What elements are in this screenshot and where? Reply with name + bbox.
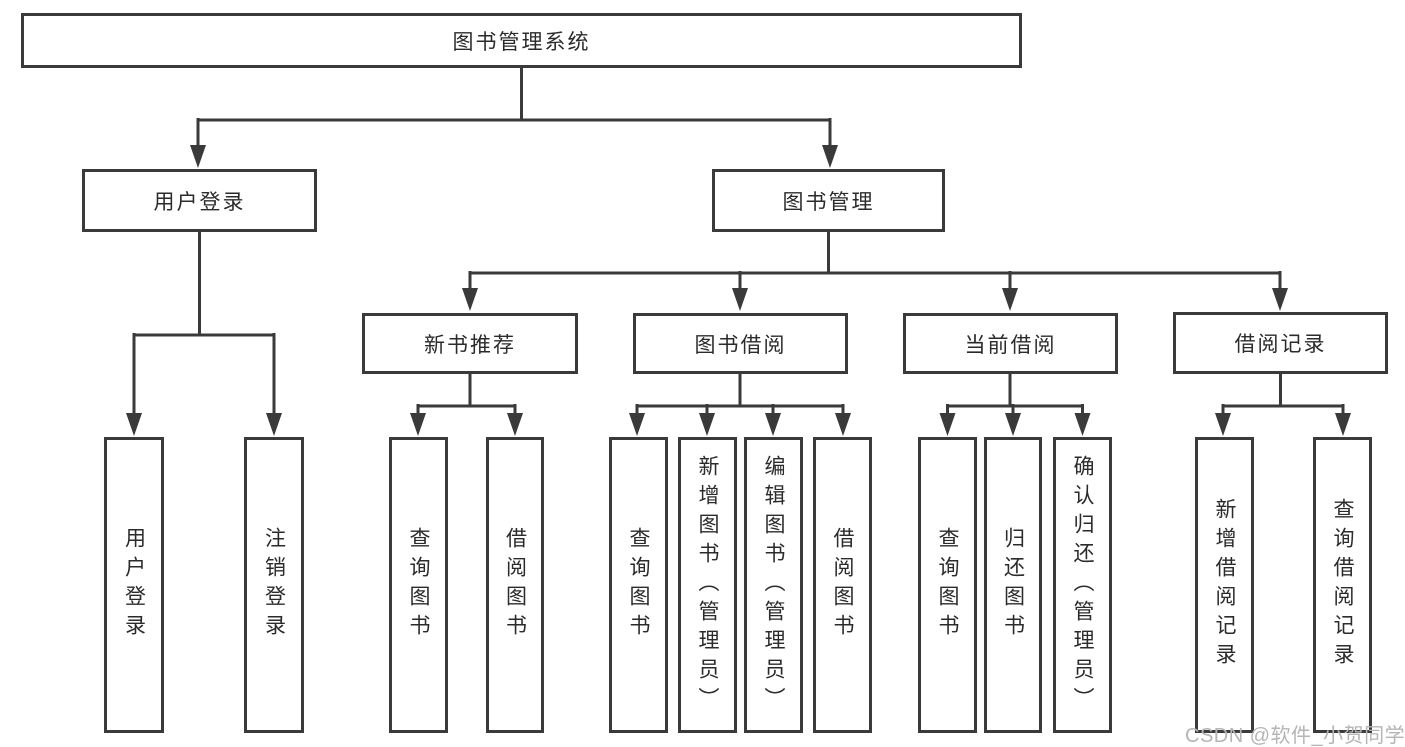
csdn-watermark: CSDN @软件_小贺同学 <box>1185 725 1405 747</box>
leaf-label: 编辑图书（管理员） <box>762 454 785 716</box>
arrowhead-down-icon <box>1335 413 1351 436</box>
node-label: 图书管理系统 <box>452 30 591 54</box>
arrowhead-down-icon <box>266 413 282 436</box>
connector-book-management-to-level3 <box>462 232 1288 311</box>
node-label: 图书管理 <box>782 190 875 214</box>
leaf-borrow-books: 借阅图书 <box>813 437 872 733</box>
node-label: 图书借阅 <box>694 333 787 357</box>
node-current-borrowing: 当前借阅 <box>903 313 1118 374</box>
leaf-logout: 注销登录 <box>244 437 304 733</box>
leaf-confirm-return-admin: 确认归还（管理员） <box>1053 437 1112 733</box>
arrowhead-down-icon <box>462 288 478 311</box>
leaf-label: 新增图书（管理员） <box>696 454 719 716</box>
arrowhead-down-icon <box>765 413 781 436</box>
arrowhead-down-icon <box>126 413 142 436</box>
leaf-edit-book-admin: 编辑图书（管理员） <box>744 437 803 733</box>
arrowhead-down-icon <box>1005 413 1021 436</box>
arrowhead-down-icon <box>1074 413 1091 436</box>
leaf-label: 查询图书 <box>627 527 650 643</box>
connector-root-to-level2 <box>190 67 838 168</box>
arrowhead-down-icon <box>507 413 523 436</box>
arrowhead-down-icon <box>629 413 645 436</box>
connector-borrow-records-branch <box>1215 374 1351 436</box>
leaf-add-borrow-record: 新增借阅记录 <box>1195 437 1254 733</box>
node-label: 借阅记录 <box>1234 333 1327 356</box>
node-label: 用户登录 <box>153 190 246 214</box>
leaf-label: 注销登录 <box>262 527 286 643</box>
node-new-book-recommendation: 新书推荐 <box>362 313 578 374</box>
leaf-query-books-recommend: 查询图书 <box>389 437 448 733</box>
connector-user-login-branch <box>126 232 282 436</box>
leaf-user-login: 用户登录 <box>104 437 164 733</box>
leaf-return-books: 归还图书 <box>984 437 1042 733</box>
leaf-label: 查询图书 <box>936 527 959 643</box>
leaf-borrow-books-recommend: 借阅图书 <box>486 437 544 733</box>
node-book-borrowing: 图书借阅 <box>633 313 848 374</box>
node-book-management: 图书管理 <box>712 169 945 232</box>
leaf-query-borrow-record: 查询借阅记录 <box>1313 437 1372 733</box>
arrowhead-down-icon <box>410 413 426 436</box>
leaf-label: 确认归还（管理员） <box>1071 454 1094 716</box>
arrowhead-down-icon <box>939 413 956 436</box>
arrowhead-down-icon <box>1272 288 1288 311</box>
arrowhead-down-icon <box>1002 288 1018 311</box>
arrowhead-down-icon <box>1215 413 1231 436</box>
node-user-login: 用户登录 <box>82 169 317 232</box>
leaf-add-book-admin: 新增图书（管理员） <box>678 437 737 733</box>
node-library-management-system: 图书管理系统 <box>21 13 1022 68</box>
arrowhead-down-icon <box>835 413 851 436</box>
leaf-query-books-current: 查询图书 <box>918 437 977 733</box>
node-label: 当前借阅 <box>964 333 1057 357</box>
connector-book-borrow-branch <box>629 373 851 436</box>
connector-new-book-rec-branch <box>410 373 523 436</box>
node-borrowing-records: 借阅记录 <box>1173 312 1388 374</box>
leaf-label: 查询借阅记录 <box>1331 498 1354 672</box>
leaf-label: 用户登录 <box>122 527 146 643</box>
leaf-label: 借阅图书 <box>831 527 854 643</box>
connector-current-borrow-branch <box>939 373 1091 436</box>
arrowhead-down-icon <box>699 413 715 436</box>
arrowhead-down-icon <box>190 145 206 168</box>
leaf-label: 查询图书 <box>407 527 430 643</box>
leaf-label: 新增借阅记录 <box>1213 498 1236 672</box>
leaf-label: 归还图书 <box>1001 527 1025 643</box>
leaf-label: 借阅图书 <box>503 527 527 643</box>
node-label: 新书推荐 <box>424 333 516 357</box>
arrowhead-down-icon <box>822 145 838 168</box>
arrowhead-down-icon <box>732 288 748 311</box>
leaf-query-books-borrow: 查询图书 <box>609 437 668 733</box>
